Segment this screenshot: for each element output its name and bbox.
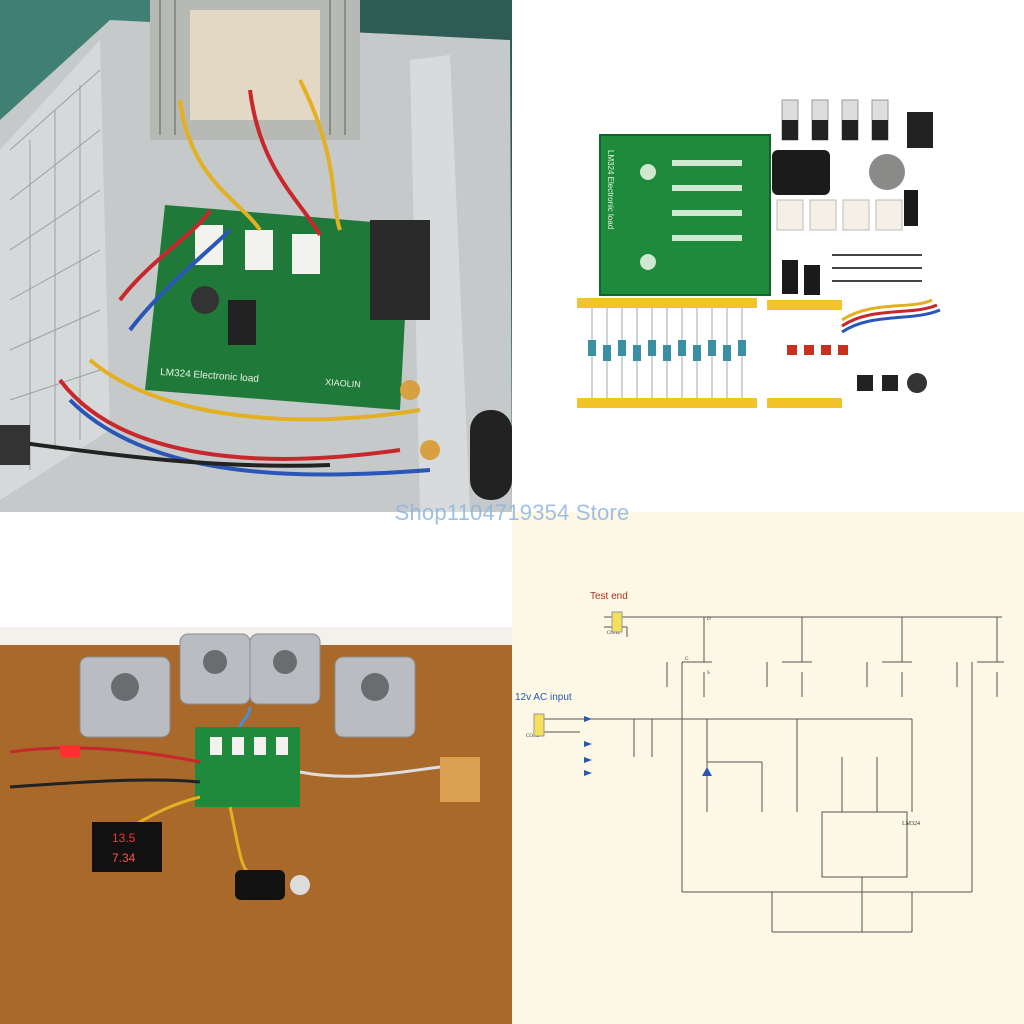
board-signature: XIAOLIN [325, 377, 361, 389]
potentiometer [235, 870, 285, 900]
volt-amp-meter [92, 822, 162, 872]
gate-label: G [685, 657, 689, 662]
drain-label: D [707, 617, 711, 622]
resistor-tape-bottom [577, 398, 757, 408]
ic-socket [907, 112, 933, 148]
pcb-label: LM324 Electronic load [606, 150, 615, 229]
mosfets [781, 99, 889, 141]
schematic-drawing: Test end 12v AC input [512, 512, 1024, 1024]
ic-label: LM324 [902, 821, 920, 827]
schematic-wires [542, 616, 1004, 933]
test-rig-photo: 13.5 7.34 [0, 512, 512, 1024]
kit-components-drawing: LM324 Electronic load [512, 0, 1024, 512]
assembled-load-drawing: LM324 Electronic load XIAOLIN [0, 0, 512, 512]
assembled-load-photo: LM324 Electronic load XIAOLIN [0, 0, 512, 512]
store-watermark: Shop1104719354 Store [394, 500, 630, 525]
meter-bottom-reading: 7.34 [112, 851, 136, 865]
source-label: S [707, 671, 710, 676]
resistor-tape-top [577, 298, 757, 308]
connector-label-1: CON2 [607, 631, 621, 636]
schematic-diagram: Test end 12v AC input [512, 512, 1024, 1024]
test-rig-drawing: 13.5 7.34 [0, 512, 512, 1024]
ac-input-label: 12v AC input [515, 692, 572, 703]
knob [869, 154, 905, 190]
connector-label-2: CON2 [526, 734, 540, 739]
potentiometer [772, 150, 830, 195]
kit-components-photo: LM324 Electronic load [512, 0, 1024, 512]
meter-top-reading: 13.5 [112, 831, 136, 845]
transformer [440, 757, 480, 802]
wiring [0, 79, 431, 477]
test-end-label: Test end [590, 591, 628, 602]
